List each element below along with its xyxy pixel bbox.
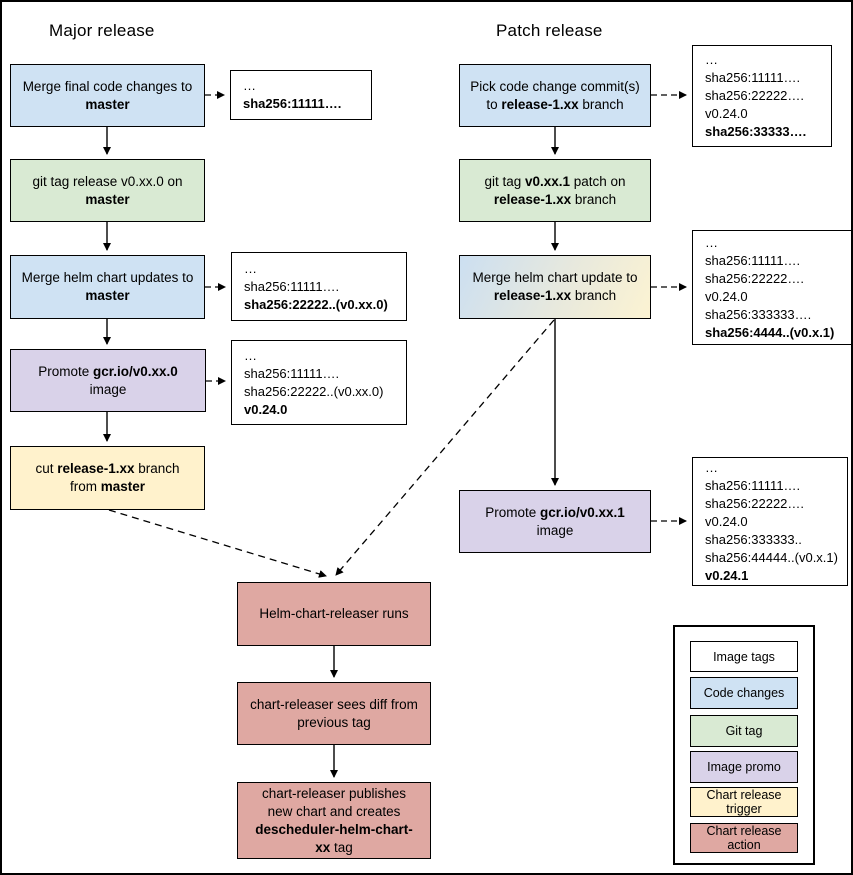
- major-step-merge-final-code: Merge final code changes to master: [10, 64, 205, 127]
- major-image-tags-3: …sha256:11111….sha256:22222..(v0.xx.0)v0…: [231, 340, 407, 425]
- major-step-merge-helm-chart: Merge helm chart updates to master: [10, 255, 205, 319]
- legend-item-chart-release-action: Chart release action: [690, 823, 798, 853]
- legend-item-git-tag: Git tag: [690, 715, 798, 747]
- major-image-tags-2: …sha256:11111….sha256:22222..(v0.xx.0): [231, 252, 407, 321]
- major-release-title: Major release: [49, 21, 155, 40]
- legend: Image tags Code changes Git tag Image pr…: [673, 625, 815, 865]
- dashed-arrow-cutbranch-releaser: [108, 509, 327, 578]
- patch-step-merge-helm-update: Merge helm chart update to release-1.xx …: [459, 255, 651, 319]
- major-step-git-tag: git tag release v0.xx.0 on master: [10, 159, 205, 222]
- major-step-cut-branch: cut release-1.xx branch from master: [10, 446, 205, 510]
- release-step-publishes-chart: chart-releaser publishes new chart and c…: [237, 782, 431, 859]
- legend-item-image-tags: Image tags: [690, 641, 798, 672]
- patch-step-git-tag: git tag v0.xx.1 patch on release-1.xx br…: [459, 159, 651, 222]
- legend-item-chart-release-trigger: Chart release trigger: [690, 787, 798, 817]
- legend-item-image-promo: Image promo: [690, 751, 798, 783]
- release-step-sees-diff: chart-releaser sees diff from previous t…: [237, 682, 431, 745]
- release-step-releaser-runs: Helm-chart-releaser runs: [237, 582, 431, 646]
- patch-release-title: Patch release: [496, 21, 603, 40]
- legend-item-code-changes: Code changes: [690, 677, 798, 709]
- major-image-tags-1: …sha256:11111….: [230, 70, 372, 120]
- major-step-promote-image: Promote gcr.io/v0.xx.0 image: [10, 349, 206, 412]
- patch-step-promote-image: Promote gcr.io/v0.xx.1 image: [459, 490, 651, 553]
- patch-step-pick-commits: Pick code change commit(s) to release-1.…: [459, 64, 651, 127]
